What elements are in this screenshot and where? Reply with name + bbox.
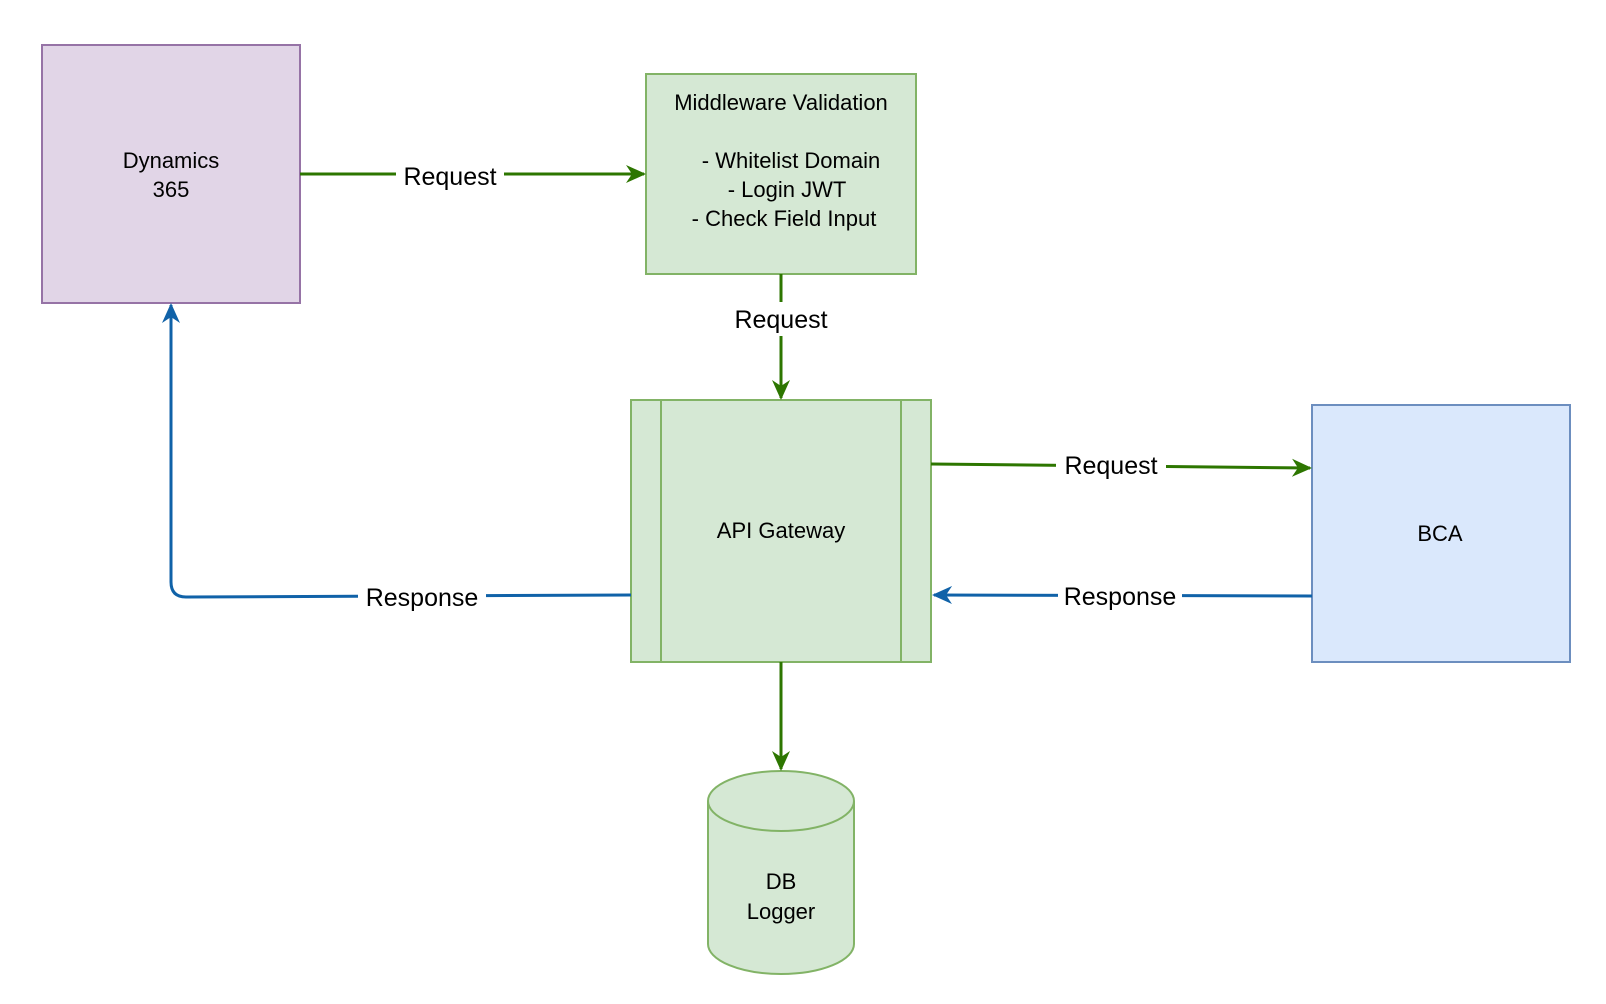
edge-label-request-3: Request bbox=[1064, 452, 1157, 480]
edge-label-request-1: Request bbox=[403, 163, 496, 191]
edge-label-response-2: Response bbox=[366, 584, 479, 612]
middleware-title: Middleware Validation bbox=[674, 90, 888, 115]
db-line1: DB bbox=[766, 869, 797, 894]
bca-label: BCA bbox=[1417, 521, 1463, 546]
edge-label-request-2: Request bbox=[734, 306, 827, 334]
dynamics-365-node[interactable]: Dynamics 365 bbox=[41, 44, 301, 304]
middleware-item-login: - Login JWT bbox=[728, 177, 847, 202]
middleware-validation-node[interactable]: Middleware Validation - Whitelist Domain… bbox=[645, 73, 917, 275]
db-line2: Logger bbox=[747, 899, 816, 924]
api-gateway-label: API Gateway bbox=[717, 518, 845, 543]
bca-node[interactable]: BCA bbox=[1311, 404, 1571, 663]
dynamics-line2: 365 bbox=[153, 177, 190, 202]
edge-bca-to-gateway: Response bbox=[932, 581, 1313, 611]
edge-gateway-to-bca: Request bbox=[930, 450, 1312, 480]
edge-middleware-to-gateway: Request bbox=[724, 274, 838, 400]
api-gateway-node[interactable]: API Gateway bbox=[630, 399, 932, 663]
edge-label-response-1: Response bbox=[1064, 583, 1177, 611]
edge-dynamics-to-middleware: Request bbox=[300, 160, 646, 191]
db-logger-node[interactable]: DB Logger bbox=[707, 770, 855, 975]
edge-gateway-to-dynamics: Response bbox=[162, 303, 632, 612]
middleware-item-check: - Check Field Input bbox=[692, 206, 877, 231]
middleware-item-whitelist: - Whitelist Domain bbox=[702, 148, 880, 173]
dynamics-line1: Dynamics bbox=[123, 148, 220, 173]
